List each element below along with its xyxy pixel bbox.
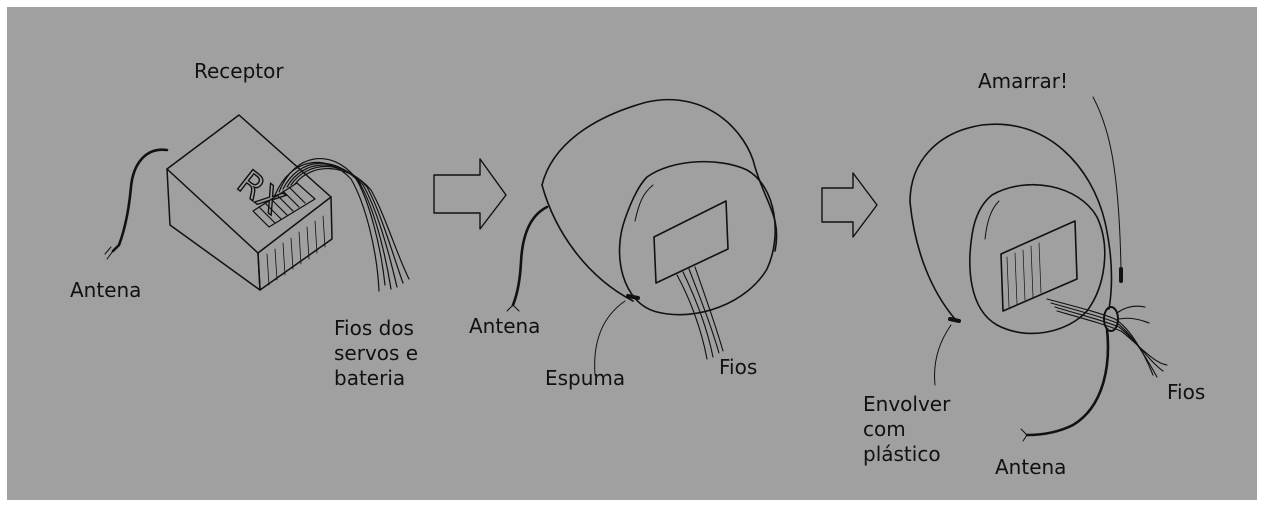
- label-fios-step2: Fios: [719, 355, 758, 379]
- foam-antenna: [511, 205, 549, 307]
- arrow-step2-to-step3: [821, 172, 878, 238]
- label-antena-step3: Antena: [995, 455, 1067, 479]
- receiver-front-shading: [266, 215, 326, 286]
- envolver-pointer: [934, 324, 952, 386]
- wrap-wire-bundle: [1046, 298, 1168, 378]
- foam-front-inner-rim: [634, 184, 654, 222]
- wrap-side: [909, 201, 956, 320]
- receiver-box: [166, 114, 333, 291]
- tie-knot: [1103, 306, 1119, 332]
- label-antena-step2: Antena: [469, 314, 541, 338]
- label-espuma: Espuma: [545, 366, 626, 390]
- wrap-window-shading: [1006, 242, 1042, 308]
- wrap-tape-mark: [948, 317, 961, 323]
- foam-antenna-tip: [506, 304, 520, 312]
- receiver-connector: [252, 182, 316, 228]
- amarrar-pointer: [1092, 96, 1122, 270]
- receiver-antenna: [111, 148, 169, 253]
- foam-back-outline: [541, 98, 778, 252]
- diagram-canvas: RX Receptor Antena Fios dos servos e bat…: [7, 7, 1257, 500]
- arrow-step1-to-step2: [433, 158, 507, 230]
- foam-receiver-window: [653, 200, 729, 284]
- wrap-antenna: [1025, 327, 1110, 437]
- label-receptor: Receptor: [194, 59, 284, 83]
- label-antena-step1: Antena: [70, 278, 142, 302]
- foam-side: [541, 184, 634, 302]
- label-envolver-com-plastico: Envolver com plástico: [863, 392, 951, 466]
- sketch-svg: RX: [104, 96, 1168, 442]
- receiver-wire-bundle: [274, 157, 410, 292]
- espuma-pointer: [594, 300, 626, 376]
- foam-tape-mark: [626, 294, 640, 300]
- label-amarrar: Amarrar!: [978, 69, 1069, 93]
- receiver-box-mark: RX: [229, 163, 291, 223]
- label-fios-step3: Fios: [1167, 380, 1206, 404]
- wrap-front-inner-rim: [984, 200, 1000, 240]
- wrap-back-outline: [909, 123, 1113, 310]
- foam-wire-bundle: [676, 266, 724, 360]
- foam-front-outline: [618, 160, 776, 316]
- wrap-front-outline: [969, 183, 1106, 335]
- wrap-antenna-tip: [1020, 428, 1028, 442]
- receiver-antenna-tip: [104, 246, 114, 260]
- label-fios-dos-servos: Fios dos servos e bateria: [334, 316, 419, 390]
- wrap-receiver-window: [1000, 220, 1078, 312]
